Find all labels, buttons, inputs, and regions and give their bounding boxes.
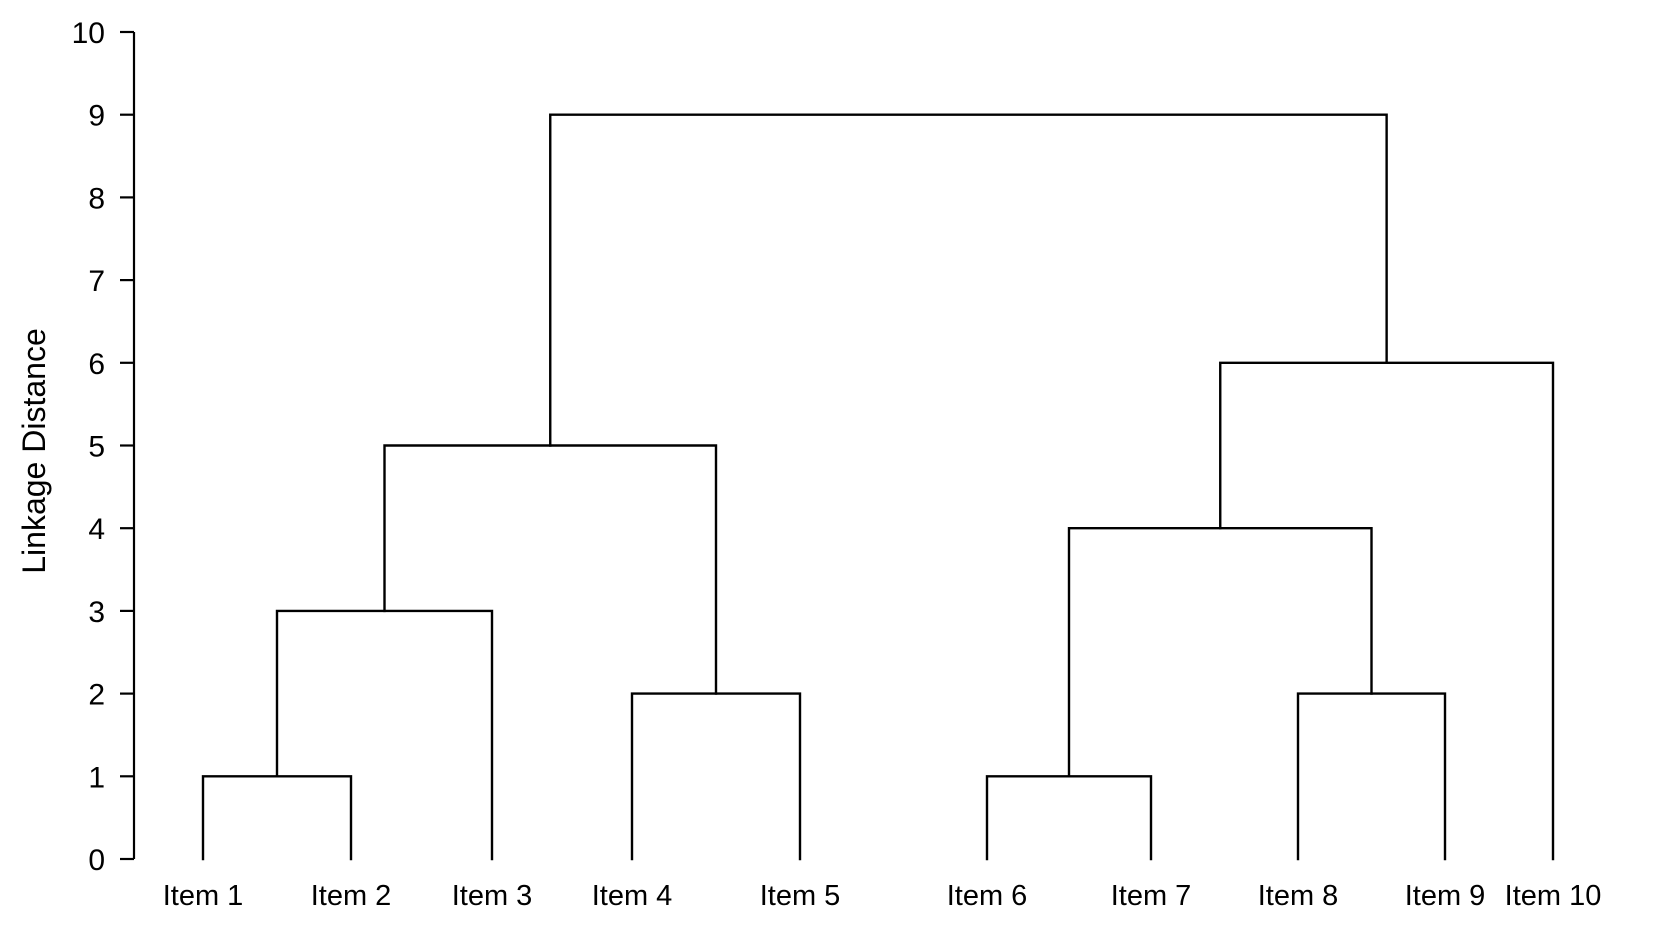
leaf-label: Item 7 <box>1111 880 1192 912</box>
dendrogram-link <box>1219 361 1555 861</box>
dendrogram-link <box>275 609 494 861</box>
dendrogram-link <box>630 692 802 861</box>
dendrogram-link <box>985 775 1153 861</box>
y-axis-title: Linkage Distance <box>16 328 52 573</box>
dendrogram-links <box>201 113 1555 861</box>
leaf-label: Item 9 <box>1405 880 1486 912</box>
y-tick-label: 7 <box>88 265 105 298</box>
dendrogram-link <box>201 775 353 861</box>
leaf-label: Item 4 <box>592 880 673 912</box>
leaf-label: Item 5 <box>760 880 841 912</box>
y-tick-label: 6 <box>88 348 105 381</box>
y-axis: 0 1 2 3 4 5 6 7 8 9 10 <box>72 17 136 877</box>
leaf-label: Item 8 <box>1258 880 1339 912</box>
leaf-labels: Item 1 Item 2 Item 3 Item 4 Item 5 Item 6 Item… <box>163 880 1602 912</box>
dendrogram-link <box>1067 527 1373 778</box>
dendrogram-link <box>383 444 718 695</box>
y-tick-label: 8 <box>88 182 105 215</box>
leaf-label: Item 1 <box>163 880 244 912</box>
y-tick-label: 1 <box>88 761 105 794</box>
leaf-label: Item 2 <box>311 880 392 912</box>
y-tick-label: 4 <box>88 513 105 546</box>
leaf-label: Item 3 <box>452 880 533 912</box>
leaf-label: Item 6 <box>947 880 1028 912</box>
dendrogram-link <box>549 113 1388 447</box>
y-tick-label: 9 <box>88 100 105 133</box>
y-tick-label: 3 <box>88 596 105 629</box>
y-tick-label: 10 <box>72 17 105 50</box>
leaf-label: Item 10 <box>1505 880 1602 912</box>
y-tick-label: 2 <box>88 679 105 712</box>
dendrogram-link <box>1296 692 1447 861</box>
y-tick-label: 0 <box>88 844 105 877</box>
y-tick-label: 5 <box>88 431 105 464</box>
